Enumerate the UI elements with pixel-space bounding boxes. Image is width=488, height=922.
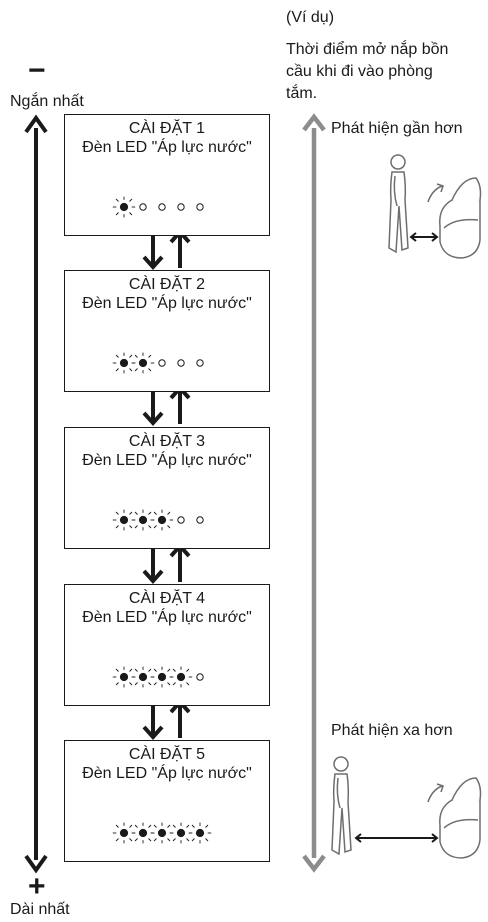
length-scale-arrow — [24, 114, 48, 874]
setting-box-5: CÀI ĐẶT 5 Đèn LED "Áp lực nước" — [64, 740, 270, 862]
led-indicator-row — [112, 509, 204, 531]
led-indicator-row — [112, 822, 212, 844]
led-off-icon — [196, 359, 204, 367]
led-lit-icon — [131, 352, 155, 374]
led-lit-icon — [112, 196, 136, 218]
arrow-pair-4-5 — [142, 699, 191, 740]
arrow-pair-3-4 — [142, 543, 191, 584]
led-lit-icon — [131, 822, 155, 844]
toilet-far-icon — [427, 777, 482, 859]
description-line-1: Thời điểm mở nắp bồn — [286, 41, 449, 58]
setting-subtitle: Đèn LED "Áp lực nước" — [82, 609, 252, 626]
setting-box-2: CÀI ĐẶT 2 Đèn LED "Áp lực nước" — [64, 270, 270, 392]
setting-box-1: CÀI ĐẶT 1 Đèn LED "Áp lực nước" — [64, 114, 270, 236]
arrow-pair-2-3 — [142, 385, 191, 426]
led-off-icon — [196, 516, 204, 524]
toilet-near-icon — [427, 177, 482, 259]
setting-subtitle: Đèn LED "Áp lực nước" — [82, 452, 252, 469]
led-indicator-row — [112, 666, 204, 688]
far-distance-arrow — [354, 833, 439, 843]
led-lit-icon — [169, 666, 193, 688]
setting-title: CÀI ĐẶT 5 — [128, 746, 206, 763]
led-lit-icon — [131, 666, 155, 688]
shortest-label: Ngắn nhất — [10, 93, 84, 110]
led-off-icon — [177, 203, 185, 211]
led-indicator-row — [112, 352, 204, 374]
led-off-icon — [158, 359, 166, 367]
led-indicator-row — [112, 196, 204, 218]
led-off-icon — [177, 359, 185, 367]
setting-box-3: CÀI ĐẶT 3 Đèn LED "Áp lực nước" — [64, 427, 270, 549]
setting-subtitle: Đèn LED "Áp lực nước" — [82, 295, 252, 312]
led-lit-icon — [188, 822, 212, 844]
led-off-icon — [139, 203, 147, 211]
setting-box-4: CÀI ĐẶT 4 Đèn LED "Áp lực nước" — [64, 584, 270, 706]
led-lit-icon — [150, 822, 174, 844]
detect-farther-label: Phát hiện xa hơn — [331, 722, 453, 739]
setting-title: CÀI ĐẶT 4 — [128, 590, 206, 607]
description-line-3: tắm. — [286, 85, 318, 102]
example-label: (Ví dụ) — [286, 9, 335, 26]
led-lit-icon — [112, 352, 136, 374]
led-lit-icon — [150, 509, 174, 531]
description-line-2: cầu khi đi vào phòng — [286, 63, 433, 80]
led-off-icon — [196, 203, 204, 211]
led-lit-icon — [112, 509, 136, 531]
led-off-icon — [196, 673, 204, 681]
minus-sign: − — [28, 54, 46, 87]
setting-title: CÀI ĐẶT 1 — [128, 120, 206, 137]
led-off-icon — [177, 516, 185, 524]
led-lit-icon — [131, 509, 155, 531]
setting-subtitle: Đèn LED "Áp lực nước" — [82, 139, 252, 156]
detection-range-arrow — [302, 113, 326, 873]
setting-title: CÀI ĐẶT 3 — [128, 433, 206, 450]
setting-title: CÀI ĐẶT 2 — [128, 276, 206, 293]
led-lit-icon — [150, 666, 174, 688]
longest-label: Dài nhất — [10, 901, 70, 918]
person-far-illustration — [331, 756, 352, 856]
plus-sign: + — [28, 870, 46, 903]
person-near-illustration — [388, 154, 409, 254]
led-off-icon — [158, 203, 166, 211]
setting-subtitle: Đèn LED "Áp lực nước" — [82, 765, 252, 782]
led-lit-icon — [169, 822, 193, 844]
near-distance-arrow — [409, 232, 439, 242]
arrow-pair-1-2 — [142, 229, 191, 270]
detect-closer-label: Phát hiện gần hơn — [331, 120, 463, 137]
